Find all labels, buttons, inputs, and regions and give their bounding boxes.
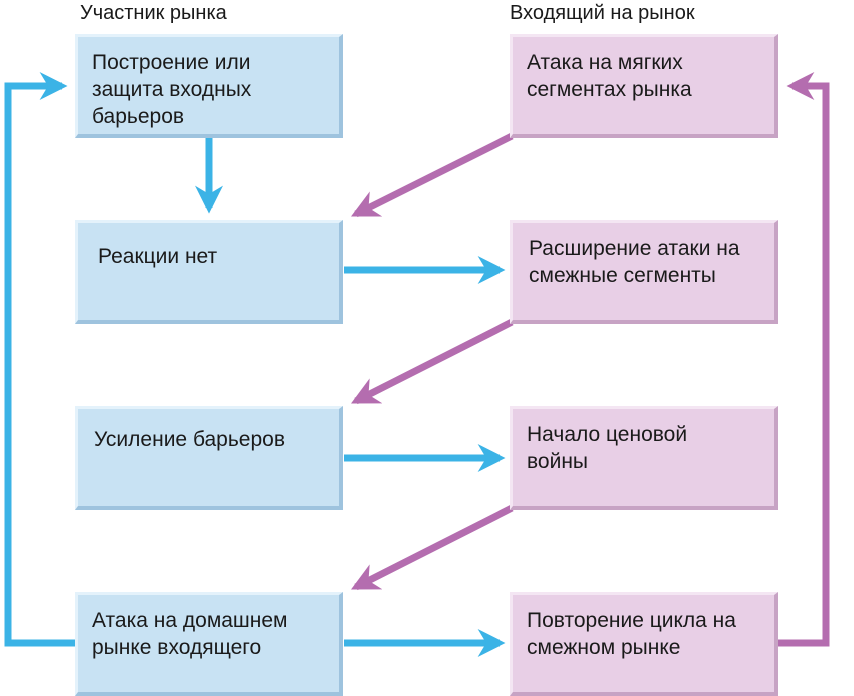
box-repeat-cycle: Повторение цикла на смежном рынке: [510, 592, 778, 696]
box-no-reaction: Реакции нет: [75, 220, 343, 324]
box-expand-attack: Расширение атаки на смежные сегменты: [510, 220, 778, 324]
box-price-war: Начало ценовой войны: [510, 406, 778, 510]
arrow-expand-to-strengthen: [351, 318, 514, 405]
box-soft-segment-attack: Атака на мягких сегментах рынка: [510, 34, 778, 138]
entrant-header: Входящий на рынок: [510, 2, 695, 24]
arrow-soft-attack-to-no-reaction: [350, 132, 514, 218]
incumbent-header: Участник рынка: [80, 2, 227, 24]
box-home-market-attack: Атака на домашнем рынке входящего: [75, 592, 343, 696]
arrow-loop-home-attack-to-build: [4, 72, 78, 647]
arrow-loop-repeat-to-soft-attack: [778, 72, 830, 647]
box-build-barriers: Построение или защита входных барьеров: [75, 34, 343, 138]
box-strengthen-barriers: Усиление барьеров: [75, 406, 343, 510]
arrow-price-war-to-home-attack: [351, 504, 514, 591]
